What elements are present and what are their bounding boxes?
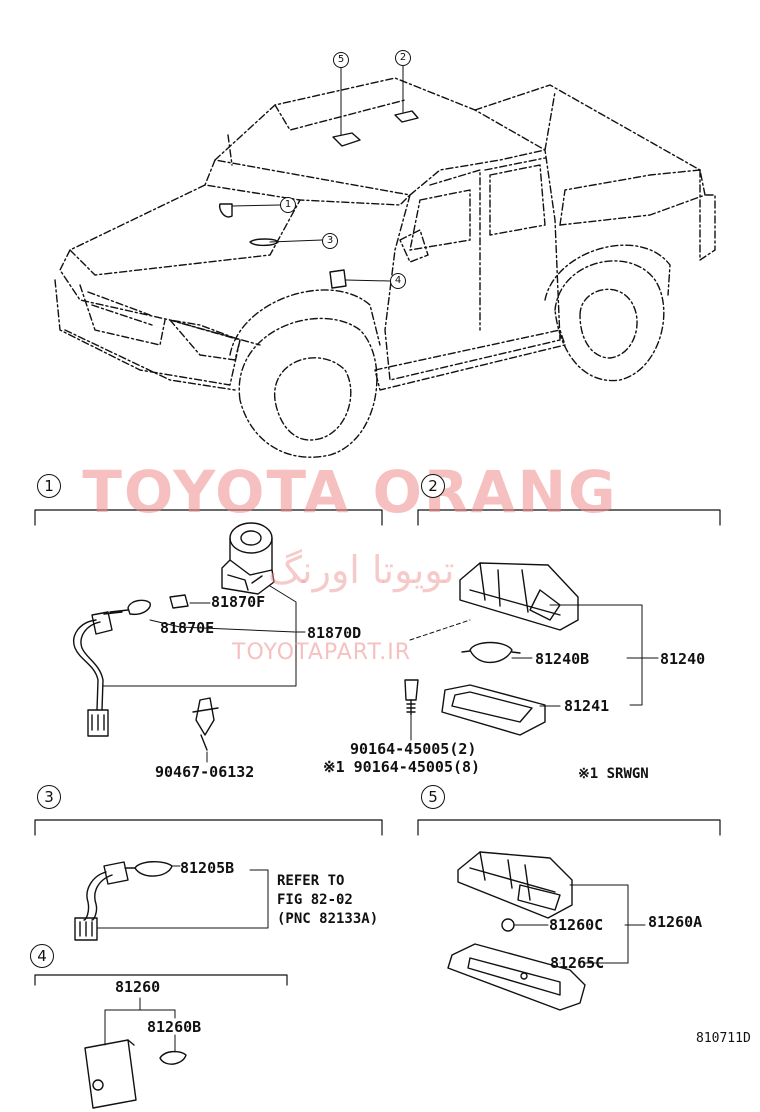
watermark-main: TOYOTA ORANG — [82, 458, 618, 526]
overview-callout-4: 4 — [390, 273, 406, 289]
part-label-81870E: 81870E — [160, 619, 215, 637]
section-4-parts — [84, 1039, 187, 1109]
section-2-parts — [404, 562, 579, 736]
part-label-81240B: 81240B — [535, 650, 590, 668]
watermark-persian: تویوتا اورنگ — [268, 548, 455, 592]
note-srwgn: ※1 SRWGN — [578, 766, 649, 782]
part-label-81260C: 81260C — [549, 916, 604, 934]
overview-callout-2: 2 — [395, 50, 411, 66]
refer-line-3: (PNC 82133A) — [277, 911, 379, 927]
figure-code: 810711D — [696, 1031, 751, 1046]
section-number-5: 5 — [421, 785, 445, 809]
refer-line-2: FIG 82-02 — [277, 892, 353, 908]
part-label-90164-45005-8: ※1 90164-45005(8) — [323, 758, 481, 776]
overview-callout-3: 3 — [322, 233, 338, 249]
truck-illustration — [54, 77, 716, 458]
overview-callout-5: 5 — [333, 52, 349, 68]
part-label-81265C: 81265C — [550, 954, 605, 972]
section-1-parts — [73, 522, 275, 751]
refer-line-1: REFER TO — [277, 873, 345, 889]
section-number-2: 2 — [421, 474, 445, 498]
section-number-1: 1 — [37, 474, 61, 498]
section-3-parts — [74, 861, 173, 941]
section-number-4: 4 — [30, 944, 54, 968]
overview-lamp-shapes — [218, 110, 419, 289]
part-label-81205B: 81205B — [180, 859, 235, 877]
section-5-parts — [447, 851, 586, 1011]
section-number-3: 3 — [37, 785, 61, 809]
overview-callout-1: 1 — [280, 197, 296, 213]
part-label-81870D: 81870D — [307, 624, 362, 642]
part-label-90467-06132: 90467-06132 — [155, 763, 255, 781]
watermark-url: TOYOTAPART.IR — [232, 640, 412, 665]
part-label-81260: 81260 — [115, 978, 161, 996]
part-label-90164-45005-2: 90164-45005(2) — [350, 740, 477, 758]
part-label-81260A: 81260A — [648, 913, 703, 931]
part-label-81241: 81241 — [564, 697, 610, 715]
section-brackets — [34, 509, 721, 986]
part-label-81260B: 81260B — [147, 1018, 202, 1036]
part-label-81870F: 81870F — [211, 593, 266, 611]
part-label-81240: 81240 — [660, 650, 706, 668]
